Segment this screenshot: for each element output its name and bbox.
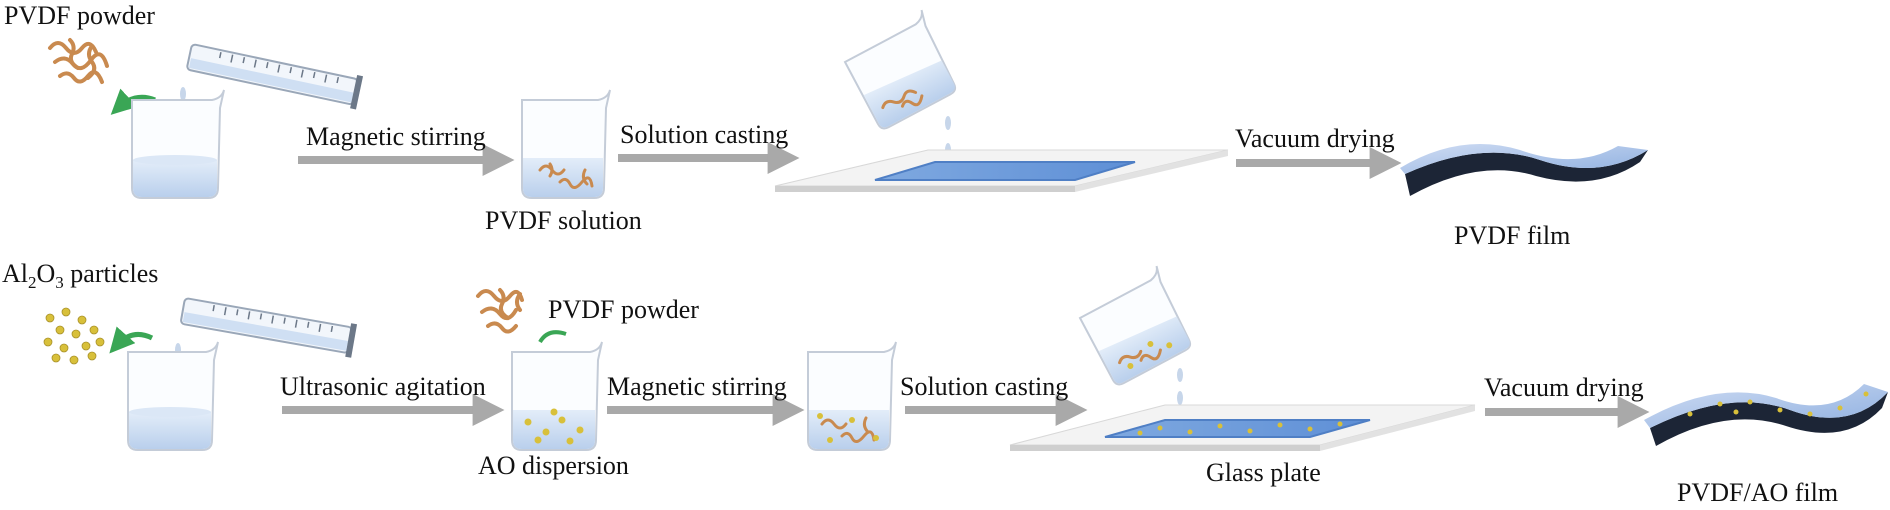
beaker-solvent-icon	[127, 341, 219, 451]
particle-icon	[89, 325, 99, 335]
particle-icon	[59, 343, 69, 353]
particle-icon	[45, 313, 55, 323]
droplet-icon	[1177, 368, 1183, 382]
pvdf-fibers-icon	[476, 288, 524, 334]
particle-icon	[71, 329, 81, 339]
row2-plate-label: Glass plate	[1206, 458, 1321, 487]
glass-plate-icon	[774, 149, 1229, 192]
particle-icon	[51, 353, 61, 363]
row2-step4-label: Vacuum drying	[1484, 373, 1644, 402]
add-arrow-icon	[109, 326, 154, 354]
particle-icon	[55, 325, 65, 335]
pvdf-film-icon	[1400, 144, 1648, 196]
droplet-icon	[1177, 391, 1183, 405]
droplet-icon	[945, 116, 951, 130]
beaker-ao-dispersion-icon	[511, 341, 603, 451]
beaker-pvdf-solution-icon	[521, 89, 611, 199]
row2-added-label: PVDF powder	[548, 295, 699, 324]
add-arrow-icon	[110, 88, 156, 115]
graduated-cylinder-icon	[180, 297, 358, 358]
particle-icon	[87, 351, 97, 361]
row1-step1-label: Magnetic stirring	[306, 122, 486, 151]
row2-step1-label: Ultrasonic agitation	[280, 372, 486, 401]
row2-input-label: Al2O3 particles	[2, 259, 158, 292]
row1-final-label: PVDF film	[1454, 221, 1570, 250]
al2o3-particles-icon	[43, 307, 105, 365]
row1-product1-label: PVDF solution	[485, 206, 642, 235]
beaker-solvent-icon	[131, 89, 225, 199]
row1-step3-label: Vacuum drying	[1235, 124, 1395, 153]
row2-step2-label: Magnetic stirring	[607, 372, 787, 401]
particle-icon	[95, 337, 105, 347]
beaker-mixture-icon	[807, 341, 897, 451]
particle-icon	[61, 307, 71, 317]
particle-icon	[77, 315, 87, 325]
particle-icon	[81, 341, 91, 351]
row2-product1-label: AO dispersion	[478, 451, 629, 480]
add-curve-icon	[538, 330, 567, 344]
pouring-beaker-icon	[843, 9, 957, 130]
row2-step3-label: Solution casting	[900, 372, 1068, 401]
pvdf-ao-film-icon	[1644, 384, 1888, 446]
particle-icon	[69, 355, 79, 365]
row1-step2-label: Solution casting	[620, 120, 788, 149]
pouring-beaker-icon	[1078, 265, 1192, 386]
row2-final-label: PVDF/AO film	[1677, 478, 1838, 505]
glass-plate-icon	[1009, 404, 1476, 451]
pvdf-fibers-icon	[48, 38, 109, 84]
droplet-icon	[180, 87, 186, 101]
row1-input-label: PVDF powder	[4, 1, 155, 30]
particle-icon	[43, 337, 53, 347]
graduated-cylinder-icon	[186, 43, 364, 110]
